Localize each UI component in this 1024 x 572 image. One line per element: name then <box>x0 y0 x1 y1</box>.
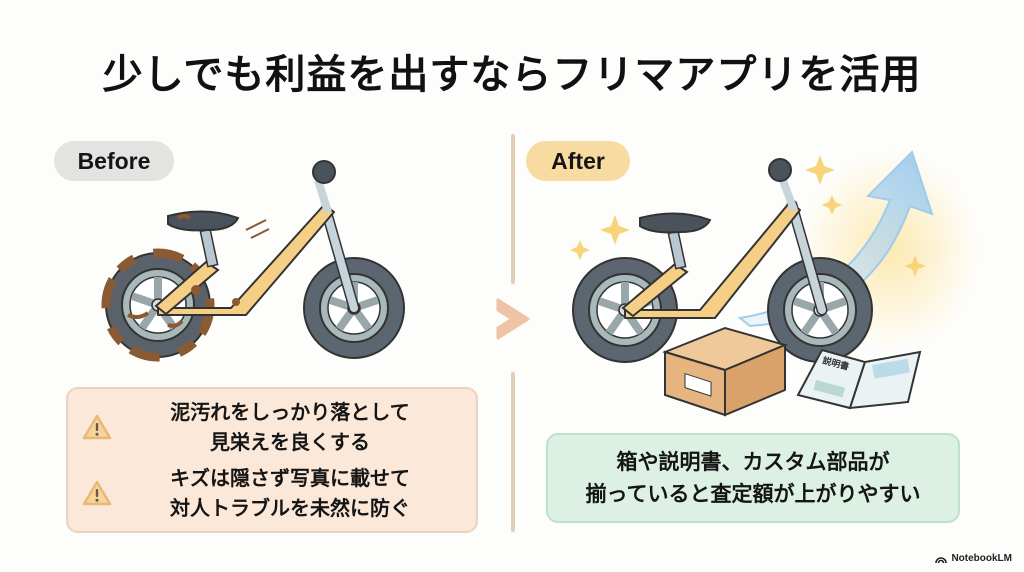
tip-text-line: 箱や説明書、カスタム部品が <box>616 450 890 474</box>
divider-line-top <box>511 134 515 284</box>
notebooklm-branding: NotebookLM <box>935 553 1012 564</box>
warning-item: キズは隠さず写真に載せて 対人トラブルを未然に防ぐ <box>68 463 476 523</box>
before-label: Before <box>54 141 174 181</box>
sparkle-icons <box>570 155 926 277</box>
manual-book-icon: 説明書 <box>796 348 922 410</box>
tip-text-line: 揃っていると査定額が上がりやすい <box>585 482 921 506</box>
dirty-bike-illustration <box>101 160 405 362</box>
warning-text-line: 見栄えを良くする <box>210 430 370 454</box>
warning-box: 泥汚れをしっかり落として 見栄えを良くする キズは隠さず写真に載せて 対人トラブ… <box>66 387 478 533</box>
warning-text-line: キズは隠さず写真に載せて <box>170 466 410 490</box>
chevron-right-icon <box>496 298 530 340</box>
warning-icon <box>82 480 112 506</box>
divider-line-bottom <box>511 372 515 532</box>
brand-label: NotebookLM <box>951 553 1012 564</box>
warning-item: 泥汚れをしっかり落として 見栄えを良くする <box>68 397 476 457</box>
tip-box: 箱や説明書、カスタム部品が 揃っていると査定額が上がりやすい <box>546 433 960 523</box>
warning-text-line: 対人トラブルを未然に防ぐ <box>170 496 410 520</box>
after-label: After <box>526 141 630 181</box>
warning-text-line: 泥汚れをしっかり落として <box>170 400 410 424</box>
notebooklm-logo-icon <box>935 557 948 563</box>
page-title: 少しでも利益を出すならフリマアプリを活用 <box>102 52 922 98</box>
clean-bike-illustration: 説明書 <box>570 150 980 417</box>
cardboard-box-icon <box>661 326 789 417</box>
warning-icon <box>82 414 112 440</box>
